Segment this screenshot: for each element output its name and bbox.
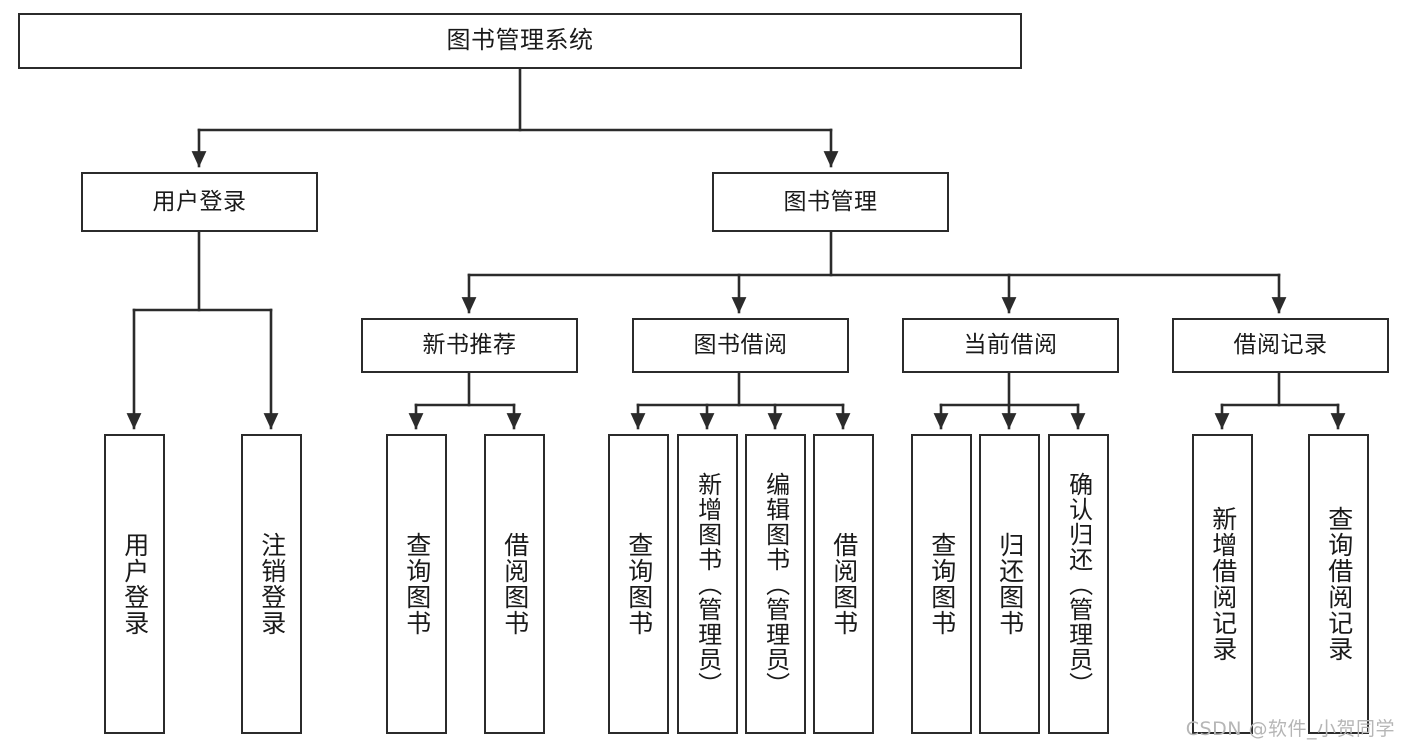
node-label: 借阅记录 [1233,332,1328,359]
node-leaf-query-books-newbooks[interactable]: 查询图书 [386,434,447,734]
node-leaf-add-book-admin[interactable]: 新增图书（管理员） [677,434,738,734]
node-new-book-recommend[interactable]: 新书推荐 [361,318,578,373]
node-label: 注销登录 [257,532,287,636]
node-label: 图书管理 [783,188,878,215]
node-label: 用户登录 [152,188,247,215]
node-label: 查询图书 [402,532,432,636]
node-label: 查询图书 [927,532,957,636]
node-root-system[interactable]: 图书管理系统 [18,13,1022,69]
node-label: 新增图书（管理员） [693,471,722,697]
node-label: 用户登录 [120,532,150,636]
node-book-management[interactable]: 图书管理 [712,172,949,232]
node-user-login[interactable]: 用户登录 [81,172,318,232]
node-label: 编辑图书（管理员） [761,471,790,697]
node-label: 当前借阅 [963,332,1058,359]
node-label: 借阅图书 [500,532,530,636]
node-leaf-return-books[interactable]: 归还图书 [979,434,1040,734]
node-label: 新增借阅记录 [1208,506,1238,662]
node-leaf-logout[interactable]: 注销登录 [241,434,302,734]
node-label: 查询图书 [624,532,654,636]
node-leaf-add-borrow-record[interactable]: 新增借阅记录 [1192,434,1253,734]
node-label: 查询借阅记录 [1324,506,1354,662]
node-label: 确认归还（管理员） [1064,471,1093,697]
node-leaf-user-login[interactable]: 用户登录 [104,434,165,734]
node-borrow-records[interactable]: 借阅记录 [1172,318,1389,373]
node-label: 图书管理系统 [446,26,594,55]
node-current-borrow[interactable]: 当前借阅 [902,318,1119,373]
node-leaf-borrow-books-newbooks[interactable]: 借阅图书 [484,434,545,734]
node-leaf-query-books-current[interactable]: 查询图书 [911,434,972,734]
node-book-borrow[interactable]: 图书借阅 [632,318,849,373]
node-leaf-confirm-return-admin[interactable]: 确认归还（管理员） [1048,434,1109,734]
node-leaf-borrow-books[interactable]: 借阅图书 [813,434,874,734]
node-label: 归还图书 [995,532,1025,636]
node-label: 借阅图书 [829,532,859,636]
node-leaf-query-borrow-record[interactable]: 查询借阅记录 [1308,434,1369,734]
node-label: 新书推荐 [422,332,517,359]
node-label: 图书借阅 [693,332,788,359]
node-leaf-query-books-borrow[interactable]: 查询图书 [608,434,669,734]
node-leaf-edit-book-admin[interactable]: 编辑图书（管理员） [745,434,806,734]
